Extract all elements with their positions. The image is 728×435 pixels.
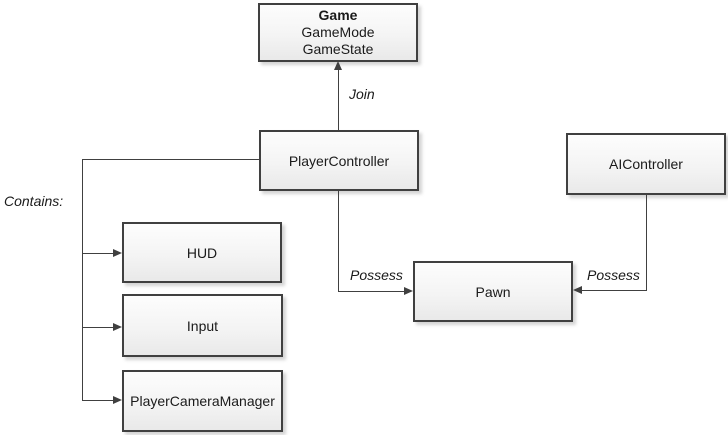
edge-possess-ai-vline [646, 195, 647, 291]
edge-contains-top-hline [82, 159, 259, 160]
node-game-member-gamestate: GameState [302, 41, 374, 57]
node-playercontroller-label: PlayerController [288, 152, 390, 169]
node-game-title: Game [318, 7, 358, 23]
edge-contains-hud-hline [82, 253, 114, 254]
edge-contains-label: Contains: [2, 193, 66, 209]
edge-contains-pcm-hline [82, 400, 114, 401]
edge-possess-player-vline [338, 191, 339, 292]
node-playercontroller: PlayerController [259, 130, 419, 191]
edge-possess-player-label: Possess [348, 267, 405, 283]
node-hud-label: HUD [186, 244, 218, 261]
edge-possess-ai-hline [582, 290, 647, 291]
node-input-label: Input [186, 317, 219, 334]
edge-contains-hud-arrowhead-icon [113, 249, 122, 257]
node-pawn-label: Pawn [475, 283, 511, 300]
edge-join-arrowhead-icon [334, 61, 342, 70]
node-playercameramanager: PlayerCameraManager [122, 370, 283, 432]
edge-possess-ai-label: Possess [585, 267, 642, 283]
node-game-member-gamemode: GameMode [301, 24, 375, 40]
edge-contains-pcm-arrowhead-icon [113, 396, 122, 404]
node-hud: HUD [122, 222, 282, 283]
edge-possess-ai-arrowhead-icon [573, 286, 582, 294]
node-game: Game GameMode GameState [258, 3, 418, 62]
edge-join-line [338, 69, 339, 130]
node-aicontroller-label: AIController [609, 156, 683, 172]
edge-possess-player-arrowhead-icon [404, 287, 413, 295]
edge-join-label: Join [347, 86, 377, 102]
edge-contains-input-hline [82, 327, 114, 328]
edge-possess-player-hline [338, 291, 404, 292]
node-aicontroller: AIController [566, 133, 726, 195]
node-pawn: Pawn [413, 261, 573, 322]
edge-contains-trunk-vline [82, 159, 83, 401]
edge-contains-input-arrowhead-icon [113, 323, 122, 331]
node-input: Input [122, 294, 283, 357]
node-playercameramanager-label: PlayerCameraManager [130, 393, 275, 409]
